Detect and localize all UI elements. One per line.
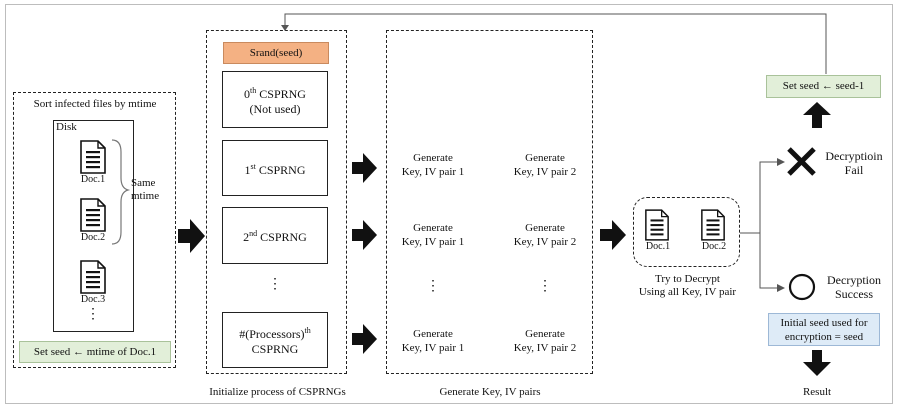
fail-label-2: Fail xyxy=(844,163,864,177)
csprng-box-0: 0th CSPRNG (Not used) xyxy=(222,71,328,128)
arrow-row-2 xyxy=(352,220,377,250)
up-arrow xyxy=(803,102,831,128)
arrow-row-1 xyxy=(352,153,377,183)
success-label-1: Decryption xyxy=(827,273,881,287)
set-seed-minus-box: Set seed ← seed-1 xyxy=(766,75,881,98)
csprng-box-2: 2nd CSPRNG xyxy=(222,207,328,264)
key-ellipsis-2: ⋮ xyxy=(538,279,552,294)
decrypt-doc-2: Doc.2 xyxy=(700,209,728,252)
csprng-box-1: 1st CSPRNG xyxy=(222,140,328,196)
gen-r2-c2-a: Generate xyxy=(525,222,565,234)
success-branch xyxy=(759,233,782,289)
doc-caption: Doc.1 xyxy=(80,174,106,185)
document-icon xyxy=(645,209,669,241)
gen-r3-c2-b: Key, IV pair 2 xyxy=(513,342,577,354)
doc-3: Doc.3 xyxy=(79,260,107,305)
gen-r3-c1-a: Generate xyxy=(413,328,453,340)
sort-files-panel xyxy=(13,92,176,368)
csprng-ellipsis: ⋮ xyxy=(268,277,282,292)
gen-r1-c1-b: Key, IV pair 1 xyxy=(401,166,465,178)
disk-label: Disk xyxy=(56,121,77,133)
key-caption: Generate Key, IV pairs xyxy=(439,386,541,398)
document-icon xyxy=(80,140,106,174)
arrow-row-3 xyxy=(352,324,377,354)
gen-r1-c2-b: Key, IV pair 2 xyxy=(513,166,577,178)
initial-seed-box: Initial seed used for encryption = seed xyxy=(768,313,880,346)
csprng-box-n: #(Processors)th CSPRNG xyxy=(222,312,328,368)
figure-frame xyxy=(5,4,893,404)
success-label-2: Success xyxy=(835,287,873,301)
feedback-arrowhead xyxy=(281,25,289,31)
doc-caption: Doc.1 xyxy=(645,241,671,252)
feedback-line xyxy=(284,13,827,74)
decrypt-caption-2: Using all Key, IV pair xyxy=(638,286,737,298)
csprng-caption: Initialize process of CSPRNGs xyxy=(209,386,346,398)
csprng-panel xyxy=(206,30,347,374)
gen-r2-c2-b: Key, IV pair 2 xyxy=(513,236,577,248)
gen-r1-c2-a: Generate xyxy=(525,152,565,164)
disk-ellipsis: ⋮ xyxy=(86,307,100,322)
gen-r3-c2-a: Generate xyxy=(525,328,565,340)
key-ellipsis-1: ⋮ xyxy=(426,279,440,294)
result-label: Result xyxy=(802,386,832,398)
srand-box: Srand(seed) xyxy=(223,42,329,64)
gen-r3-c1-b: Key, IV pair 1 xyxy=(401,342,465,354)
down-arrow xyxy=(803,350,831,376)
document-icon xyxy=(701,209,725,241)
fail-label-1: Decryptioin xyxy=(825,149,883,163)
fail-x-icon xyxy=(787,147,816,176)
doc-caption: Doc.2 xyxy=(701,241,727,252)
doc-2: Doc.2 xyxy=(79,198,107,243)
doc-caption: Doc.2 xyxy=(80,232,106,243)
doc-caption: Doc.3 xyxy=(80,294,106,305)
decrypt-caption-1: Try to Decrypt xyxy=(655,273,720,285)
doc-1: Doc.1 xyxy=(79,140,107,185)
document-icon xyxy=(80,260,106,294)
success-circle-icon xyxy=(788,273,816,301)
sort-files-title: Sort infected files by mtime xyxy=(33,98,157,110)
key-iv-panel xyxy=(386,30,593,374)
decrypt-doc-1: Doc.1 xyxy=(644,209,672,252)
decrypt-group xyxy=(633,197,740,267)
gen-r2-c1-a: Generate xyxy=(413,222,453,234)
fail-branch xyxy=(740,161,782,234)
document-icon xyxy=(80,198,106,232)
same-mtime-line2: mtime xyxy=(131,190,160,202)
same-mtime-line1: Same xyxy=(131,177,156,189)
gen-r1-c1-a: Generate xyxy=(413,152,453,164)
gen-r2-c1-b: Key, IV pair 1 xyxy=(401,236,465,248)
set-seed-mtime-box: Set seed ← mtime of Doc.1 xyxy=(19,341,171,363)
